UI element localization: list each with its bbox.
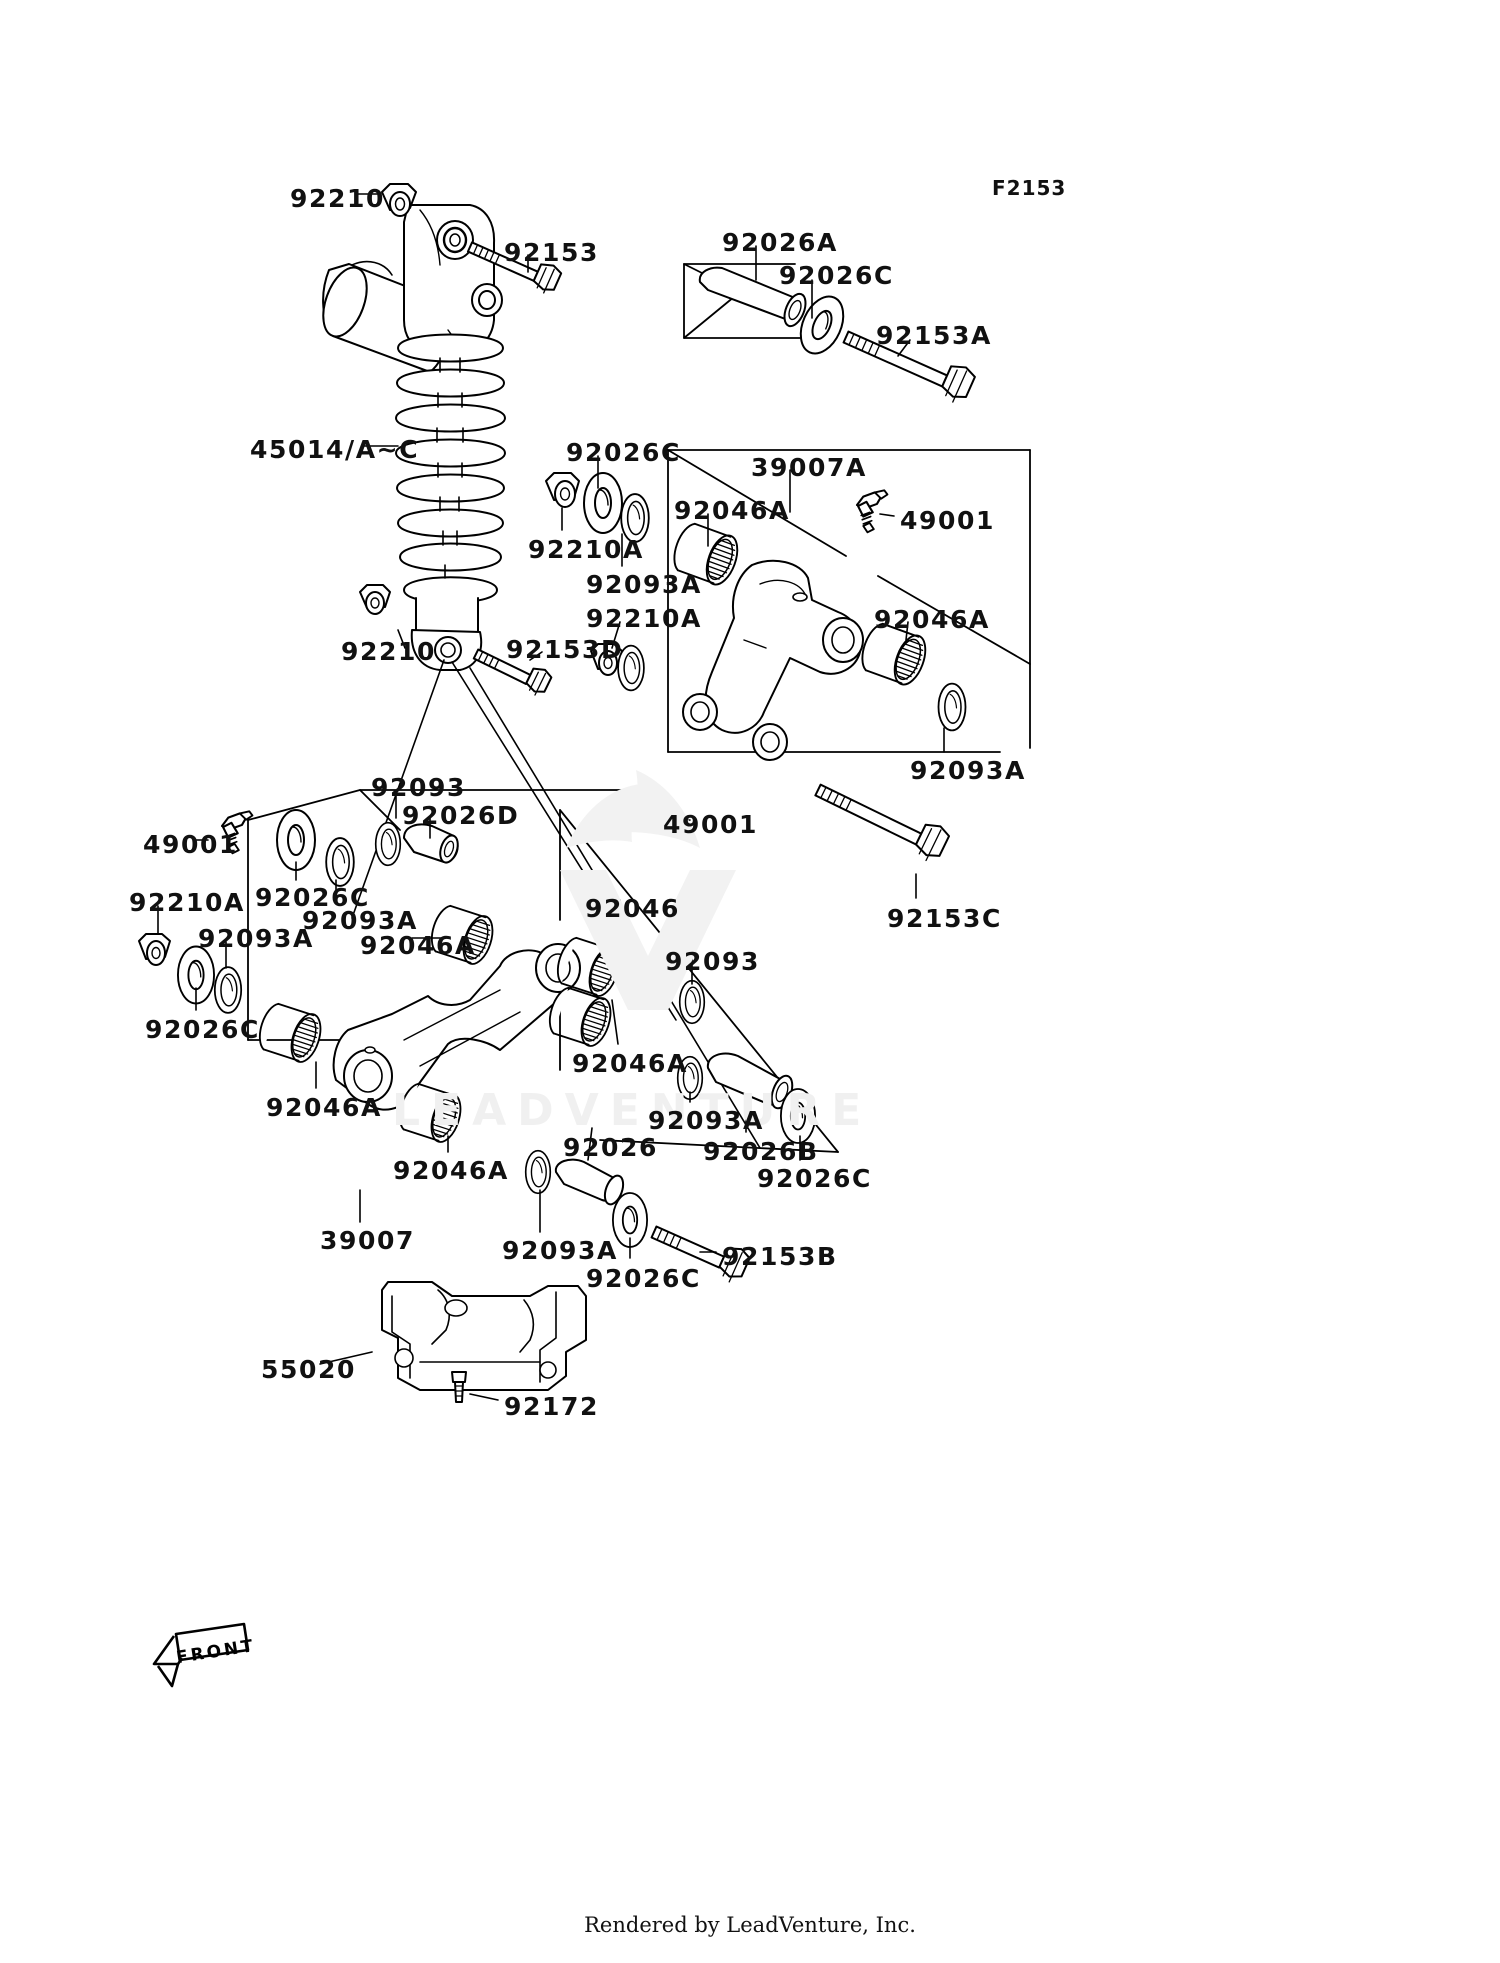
part-number-92093A[interactable]: 92093A	[586, 570, 702, 599]
part-number-49001[interactable]: 49001	[663, 810, 758, 839]
diagram-code: F2153	[992, 176, 1067, 200]
part-number-92093A[interactable]: 92093A	[910, 756, 1026, 785]
part-number-92026C[interactable]: 92026C	[586, 1264, 701, 1293]
part-number-92026C[interactable]: 92026C	[255, 883, 370, 912]
part-number-92210A[interactable]: 92210A	[528, 535, 644, 564]
part-number-92153B[interactable]: 92153B	[722, 1242, 838, 1271]
part-number-92093A[interactable]: 92093A	[648, 1106, 764, 1135]
part-number-92210A[interactable]: 92210A	[129, 888, 245, 917]
part-number-92026C[interactable]: 92026C	[145, 1015, 260, 1044]
part-number-92093A[interactable]: 92093A	[302, 906, 418, 935]
part-number-92093[interactable]: 92093	[665, 947, 760, 976]
part-number-92046A[interactable]: 92046A	[572, 1049, 688, 1078]
part-number-92153C[interactable]: 92153C	[887, 904, 1002, 933]
part-number-92046A[interactable]: 92046A	[674, 496, 790, 525]
part-number-92093[interactable]: 92093	[371, 773, 466, 802]
part-number-49001[interactable]: 49001	[900, 506, 995, 535]
part-number-92026D[interactable]: 92026D	[402, 801, 520, 830]
part-number-92026[interactable]: 92026	[563, 1133, 658, 1162]
part-number-92153A[interactable]: 92153A	[876, 321, 992, 350]
part-number-55020[interactable]: 55020	[261, 1355, 356, 1384]
part-number-92153D[interactable]: 92153D	[506, 635, 624, 664]
part-number-92046A[interactable]: 92046A	[266, 1093, 382, 1122]
part-number-92026C[interactable]: 92026C	[566, 438, 681, 467]
part-number-92026C[interactable]: 92026C	[757, 1164, 872, 1193]
part-number-92210[interactable]: 92210	[341, 637, 436, 666]
part-number-92026A[interactable]: 92026A	[722, 228, 838, 257]
part-number-92026B[interactable]: 92026B	[703, 1137, 819, 1166]
part-number-92210A[interactable]: 92210A	[586, 604, 702, 633]
part-number-92046[interactable]: 92046	[585, 894, 680, 923]
part-number-92153[interactable]: 92153	[504, 238, 599, 267]
part-number-92172[interactable]: 92172	[504, 1392, 599, 1421]
part-number-39007A[interactable]: 39007A	[751, 453, 867, 482]
render-credit-footer: Rendered by LeadVenture, Inc.	[584, 1913, 916, 1937]
part-number-92046A[interactable]: 92046A	[393, 1156, 509, 1185]
part-number-92093A[interactable]: 92093A	[198, 924, 314, 953]
part-number-45014-A-C[interactable]: 45014/A~C	[250, 435, 420, 464]
part-number-92046A[interactable]: 92046A	[360, 931, 476, 960]
part-number-92026C[interactable]: 92026C	[779, 261, 894, 290]
part-number-92093A[interactable]: 92093A	[502, 1236, 618, 1265]
front-direction-marker: FRONT	[148, 1620, 258, 1698]
part-number-92210[interactable]: 92210	[290, 184, 385, 213]
part-number-49001[interactable]: 49001	[143, 830, 238, 859]
part-number-39007[interactable]: 39007	[320, 1226, 415, 1255]
part-number-92046A[interactable]: 92046A	[874, 605, 990, 634]
